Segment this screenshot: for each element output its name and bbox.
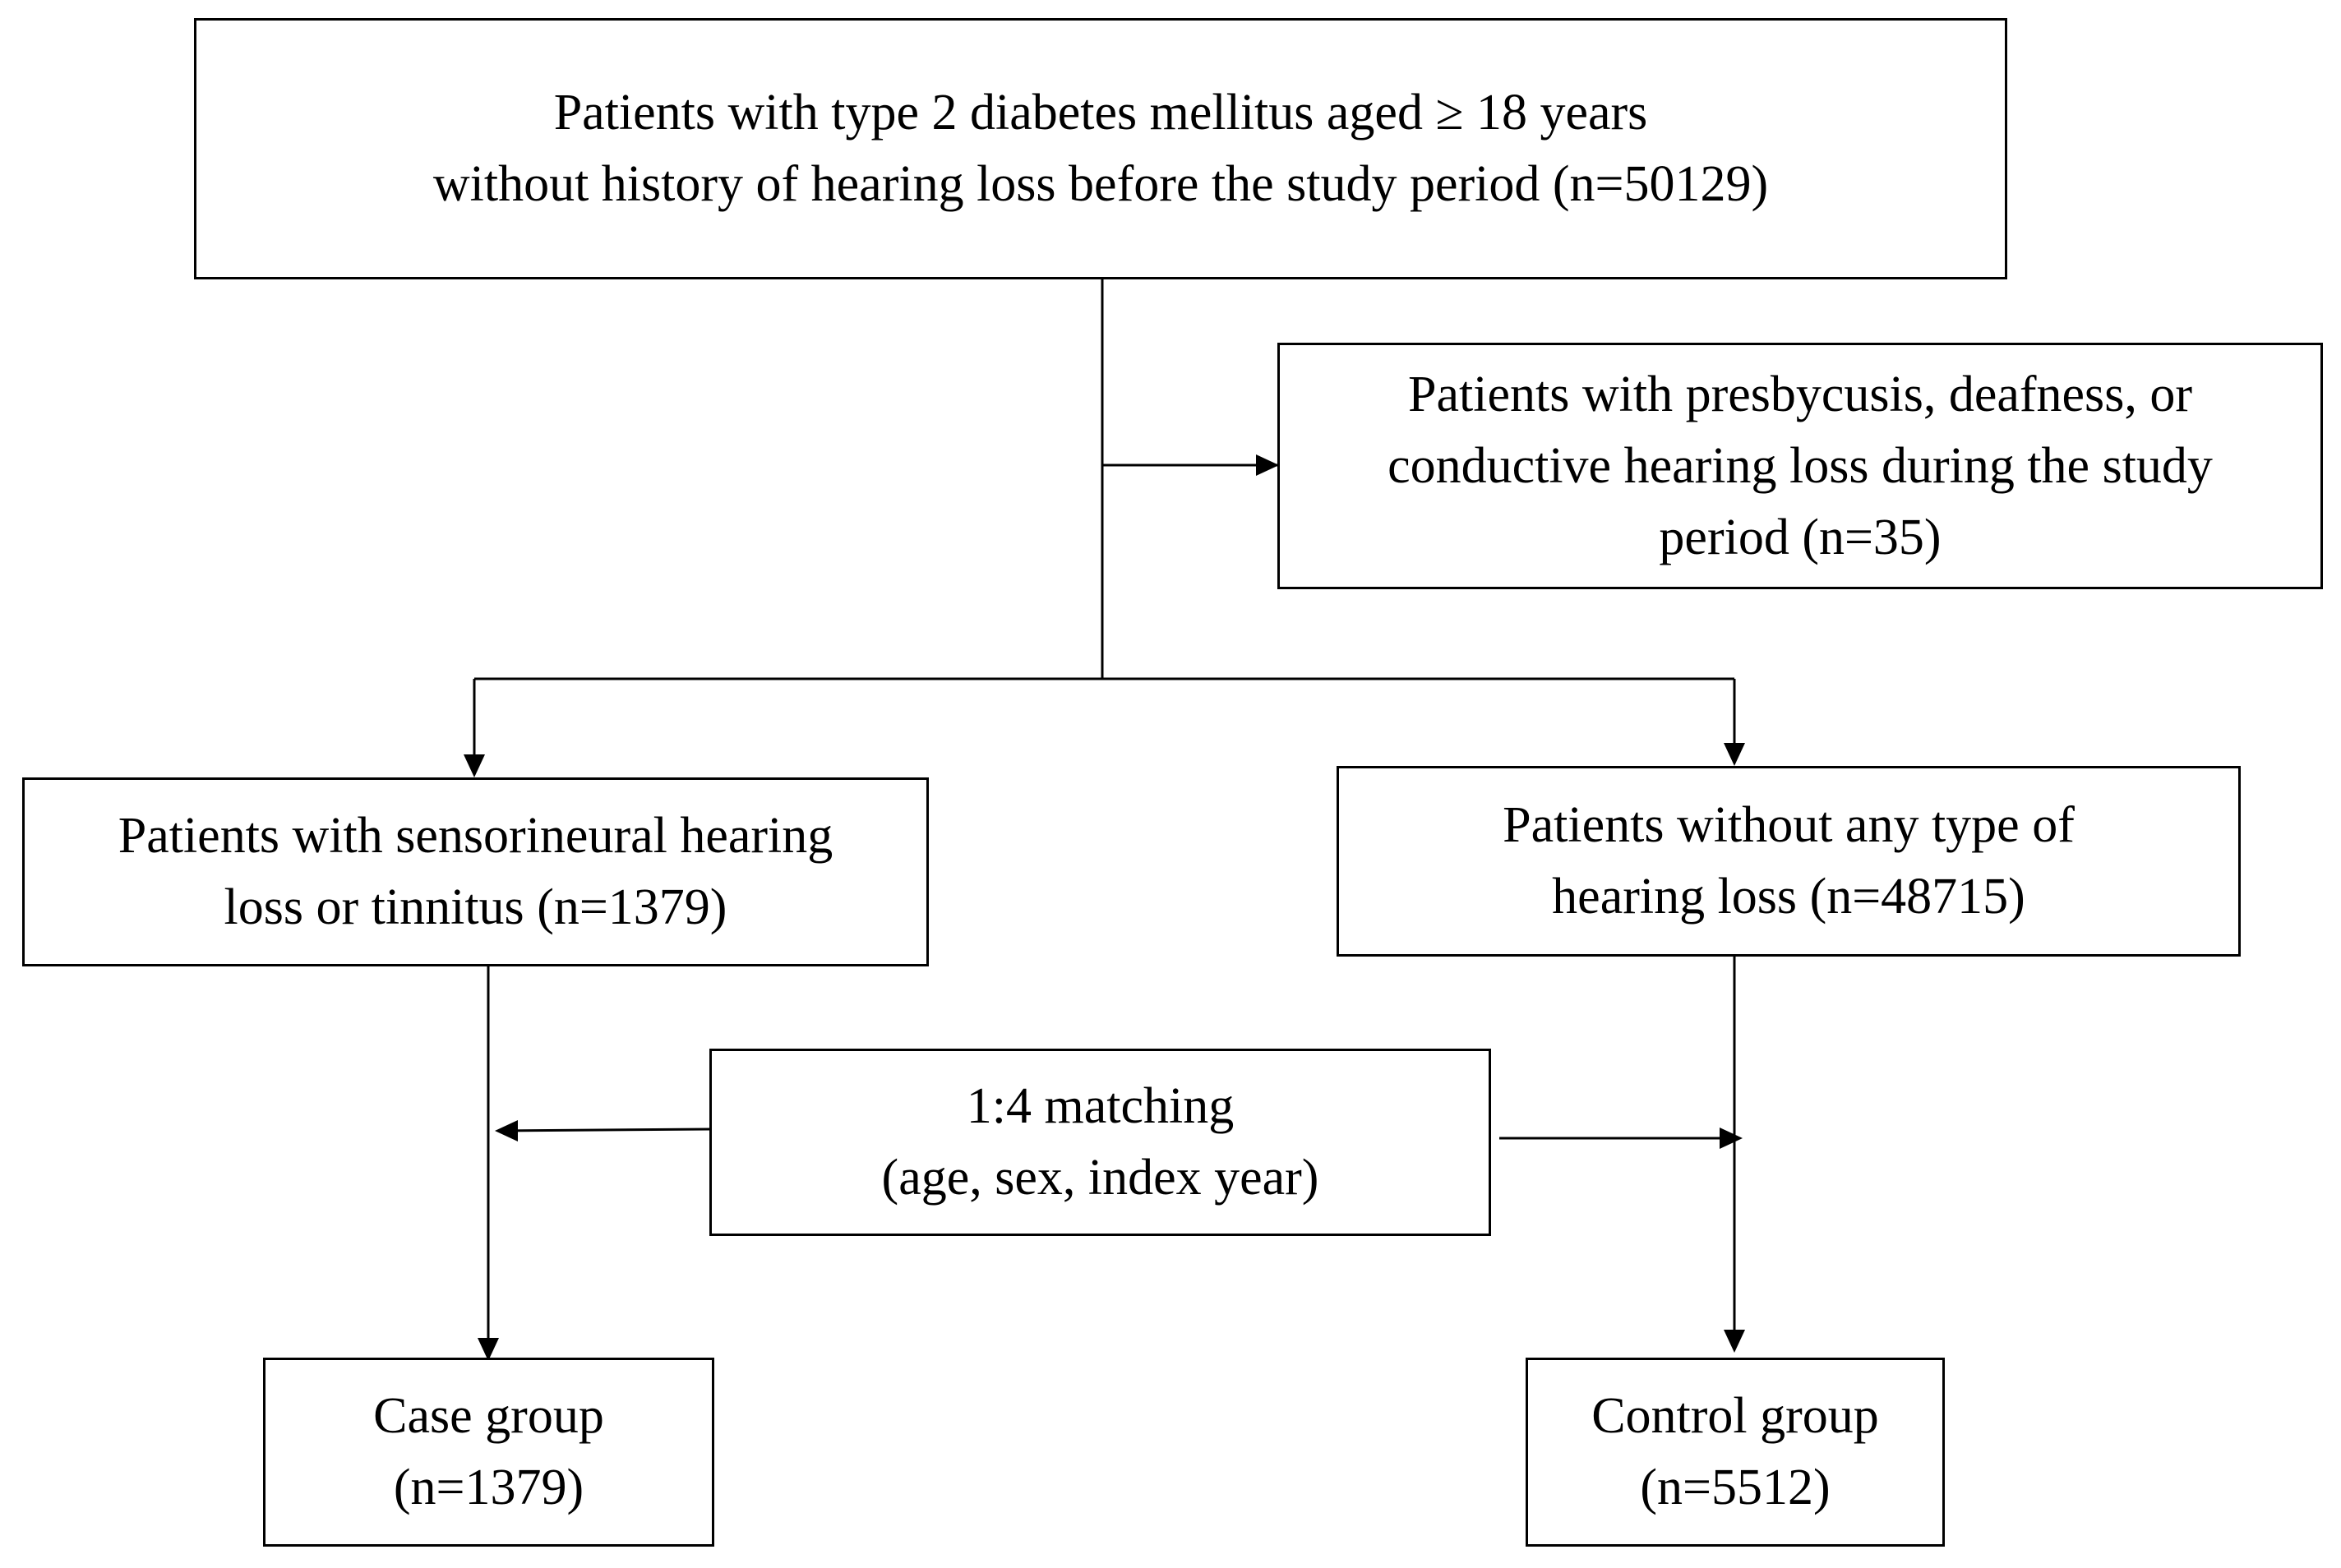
top-box-line2: without history of hearing loss before t… — [432, 156, 1769, 212]
control-group-box: Control group (n=5512) — [1526, 1358, 1945, 1547]
no-loss-box: Patients without any type of hearing los… — [1337, 766, 2241, 957]
top-box: Patients with type 2 diabetes mellitus a… — [194, 18, 2007, 279]
no-loss-box-line2: hearing loss (n=48715) — [1552, 869, 2025, 925]
control-arrowhead — [1724, 1330, 1745, 1353]
top-box-line1: Patients with type 2 diabetes mellitus a… — [553, 85, 1648, 141]
snhl-arrowhead — [464, 754, 485, 777]
match-left-arrowhead — [495, 1120, 518, 1141]
control-group-line1: Control group — [1591, 1388, 1879, 1444]
snhl-box-line1: Patients with sensorineural hearing — [118, 808, 833, 864]
case-group-line2: (n=1379) — [393, 1460, 584, 1515]
control-group-line2: (n=5512) — [1640, 1460, 1831, 1515]
matching-box-line2: (age, sex, index year) — [881, 1150, 1319, 1206]
match-right-arrowhead — [1720, 1128, 1743, 1149]
excluded-box-line3: period (n=35) — [1659, 509, 1942, 565]
exclusion-arrowhead — [1256, 454, 1279, 476]
snhl-box-line2: loss or tinnitus (n=1379) — [224, 879, 727, 935]
match-left-arrow — [497, 1128, 710, 1132]
no-loss-box-line1: Patients without any type of — [1503, 797, 2075, 853]
case-group-box: Case group (n=1379) — [263, 1358, 714, 1547]
excluded-box-line2: conductive hearing loss during the study — [1388, 437, 2213, 494]
no-loss-arrowhead — [1724, 743, 1745, 766]
snhl-box: Patients with sensorineural hearing loss… — [22, 777, 929, 966]
case-arrowhead — [478, 1338, 499, 1361]
matching-box-line1: 1:4 matching — [966, 1078, 1235, 1134]
case-group-line1: Case group — [373, 1388, 604, 1444]
excluded-box: Patients with presbycusis, deafness, or … — [1277, 343, 2323, 589]
excluded-box-line1: Patients with presbycusis, deafness, or — [1408, 366, 2192, 422]
matching-box: 1:4 matching (age, sex, index year) — [709, 1049, 1491, 1236]
